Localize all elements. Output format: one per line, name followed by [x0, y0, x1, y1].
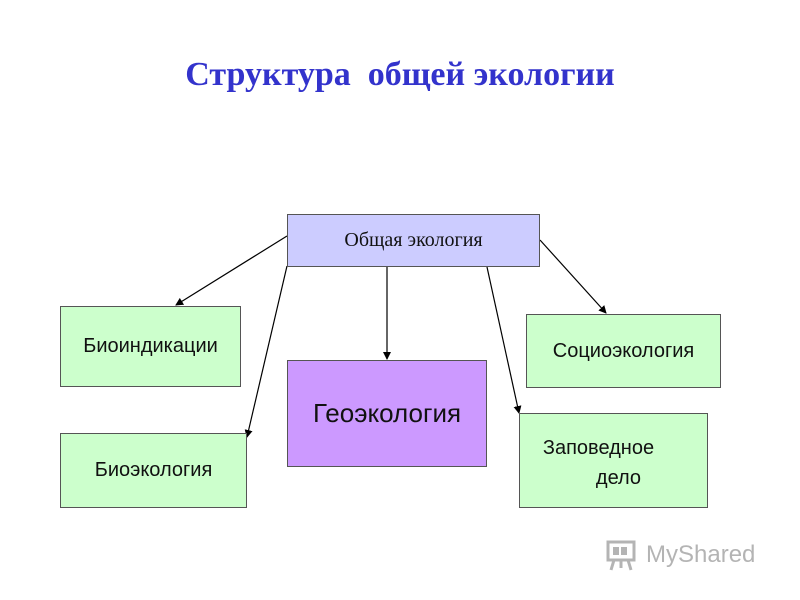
watermark-text: MyShared — [646, 541, 756, 568]
node-geoecology-label: Геоэкология — [312, 398, 462, 428]
arrow-root-to-bioecology — [244, 265, 288, 438]
node-bioindication: Биоиндикации — [60, 306, 241, 387]
node-reserve: Заповедное дело — [519, 413, 708, 508]
node-general-ecology-label: Общая экология — [344, 229, 483, 251]
presentation-board-icon — [606, 540, 636, 571]
node-geoecology: Геоэкология — [287, 360, 487, 467]
node-reserve-label-line1: Заповедное — [542, 436, 655, 459]
node-general-ecology: Общая экология — [287, 214, 540, 267]
node-bioindication-label: Биоиндикации — [83, 335, 218, 357]
node-bioecology: Биоэкология — [60, 433, 247, 508]
node-socioecology-label: Социоэкология — [552, 339, 695, 362]
arrow-root-to-reserve — [486, 266, 522, 414]
node-reserve-label-line2: дело — [595, 466, 642, 489]
diagram-title: Структура общей экологии — [185, 56, 615, 93]
node-bioecology-label: Биоэкология — [94, 459, 213, 481]
arrow-root-to-socioecology — [539, 239, 607, 314]
node-socioecology: Социоэкология — [526, 314, 721, 388]
watermark: MyShared — [606, 538, 755, 572]
arrow-root-to-bioindication — [175, 235, 288, 306]
